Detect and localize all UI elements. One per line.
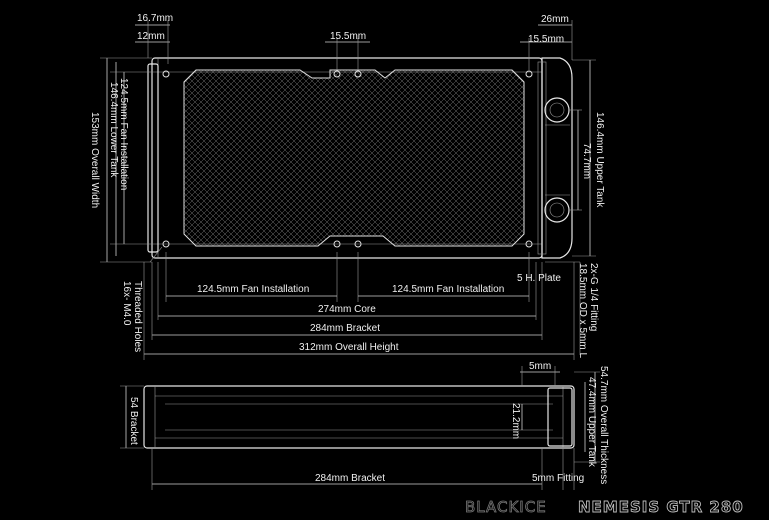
brand-nemesis-gtr: NEMESIS GTR 280: [578, 498, 744, 516]
brand-logo: BLACKICE NEMESIS GTR 280: [465, 498, 744, 517]
dim-15-5mm-right: 15.5mm: [528, 34, 564, 45]
dim-26mm: 26mm: [541, 14, 569, 25]
radiator-side-view: [143, 385, 575, 449]
label-fan-installation-bottom-left: 124.5mm Fan Installation: [197, 284, 309, 295]
label-core: 274mm Core: [318, 304, 376, 315]
label-fan-installation-left: 124.5mm Fan Installation: [118, 78, 129, 190]
label-h-plate: 5 H. Plate: [517, 273, 561, 284]
label-upper-tank: 146.4mm Upper Tank: [594, 112, 605, 208]
label-fitting-count: 2x-G 1/4 Fitting: [588, 263, 599, 331]
label-bracket-side: 54 Bracket: [128, 397, 139, 445]
label-fitting-spacing: 74.7mm: [581, 143, 592, 179]
dim-16-7mm: 16.7mm: [137, 13, 173, 24]
label-21-2mm: 21.2mm: [510, 403, 521, 439]
label-5mm-fitting: 5mm Fitting: [532, 473, 584, 484]
label-fan-installation-bottom-right: 124.5mm Fan Installation: [392, 284, 504, 295]
label-bracket-top-view: 284mm Bracket: [310, 323, 380, 334]
left-dimension-lines: [100, 57, 152, 263]
top-dimension-lines: [135, 20, 573, 70]
fitting-top: [544, 97, 570, 123]
label-overall-width: 153mm Overall Width: [89, 112, 100, 208]
label-threaded-holes-line1: 16x- M4.0: [121, 281, 132, 326]
label-overall-height: 312mm Overall Height: [299, 342, 399, 353]
label-5mm-top: 5mm: [529, 361, 551, 372]
label-threaded-holes: 16x- M4.0 Threaded Holes: [121, 281, 143, 352]
bottom-dimension-lines: [143, 246, 575, 360]
label-threaded-holes-line2: Threaded Holes: [132, 281, 143, 352]
brand-blackice: BLACKICE: [465, 498, 547, 516]
radiator-top-view: [147, 57, 573, 259]
fitting-bottom: [544, 197, 570, 223]
side-dimension-lines: [120, 366, 600, 490]
right-dimension-lines: [545, 59, 596, 355]
label-upper-tank-side: 47.4mm Upper Tank: [586, 377, 597, 468]
label-bracket-side-view: 284mm Bracket: [315, 473, 385, 484]
label-fitting-size: 18.5mm OD x 5mm L: [577, 263, 588, 358]
label-lower-tank: 146.4mm Lower Tank: [108, 82, 119, 178]
dim-12mm: 12mm: [137, 31, 165, 42]
dim-15-5mm-center: 15.5mm: [330, 31, 366, 42]
label-overall-thickness: 54.7mm Overall Thickness: [598, 366, 609, 484]
